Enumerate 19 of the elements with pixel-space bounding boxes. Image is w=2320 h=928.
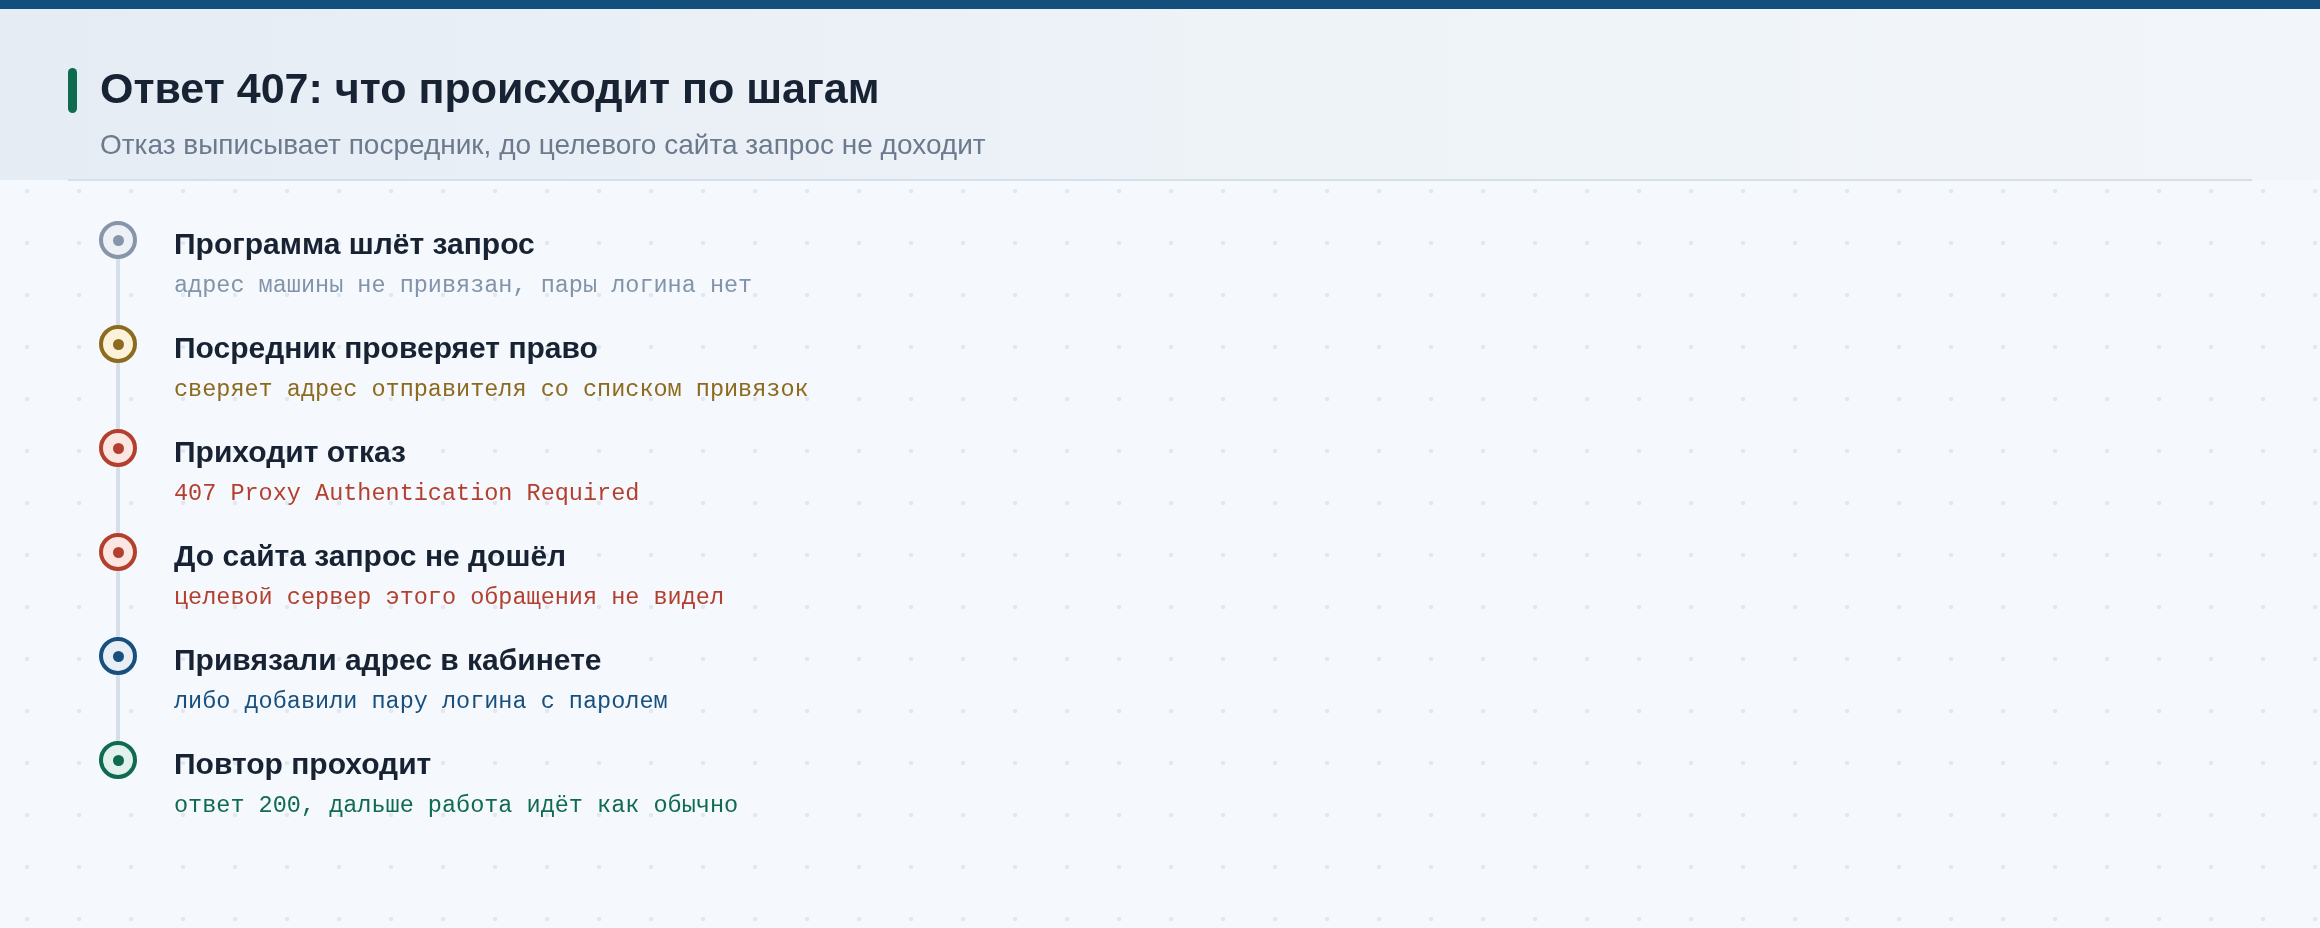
timeline-connector bbox=[116, 467, 120, 533]
step-description: адрес машины не привязан, пары логина нет bbox=[174, 272, 753, 300]
step-title: До сайта запрос не дошёл bbox=[174, 538, 567, 573]
step-description: 407 Proxy Authentication Required bbox=[174, 480, 640, 508]
step-description: целевой сервер этого обращения не видел bbox=[174, 584, 724, 612]
timeline-connector bbox=[116, 259, 120, 325]
step-description: ответ 200, дальше работа идёт как обычно bbox=[174, 792, 739, 820]
title: Ответ 407: что происходит по шагам bbox=[100, 63, 880, 113]
timeline-connector bbox=[116, 675, 120, 741]
step-title: Программа шлёт запрос bbox=[174, 226, 535, 261]
step-title: Посредник проверяет право bbox=[174, 330, 598, 365]
subtitle: Отказ выписывает посредник, до целевого сайта запрос не доходит bbox=[100, 128, 986, 162]
step-title: Приходит отказ bbox=[174, 434, 406, 469]
step-description: сверяет адрес отправителя со списком привязок bbox=[174, 376, 809, 404]
step-title: Повтор проходит bbox=[174, 746, 432, 781]
timeline-connector bbox=[116, 571, 120, 637]
timeline-connector bbox=[116, 363, 120, 429]
step-description: либо добавили пару логина с паролем bbox=[174, 688, 668, 716]
step-title: Привязали адрес в кабинете bbox=[174, 642, 602, 677]
